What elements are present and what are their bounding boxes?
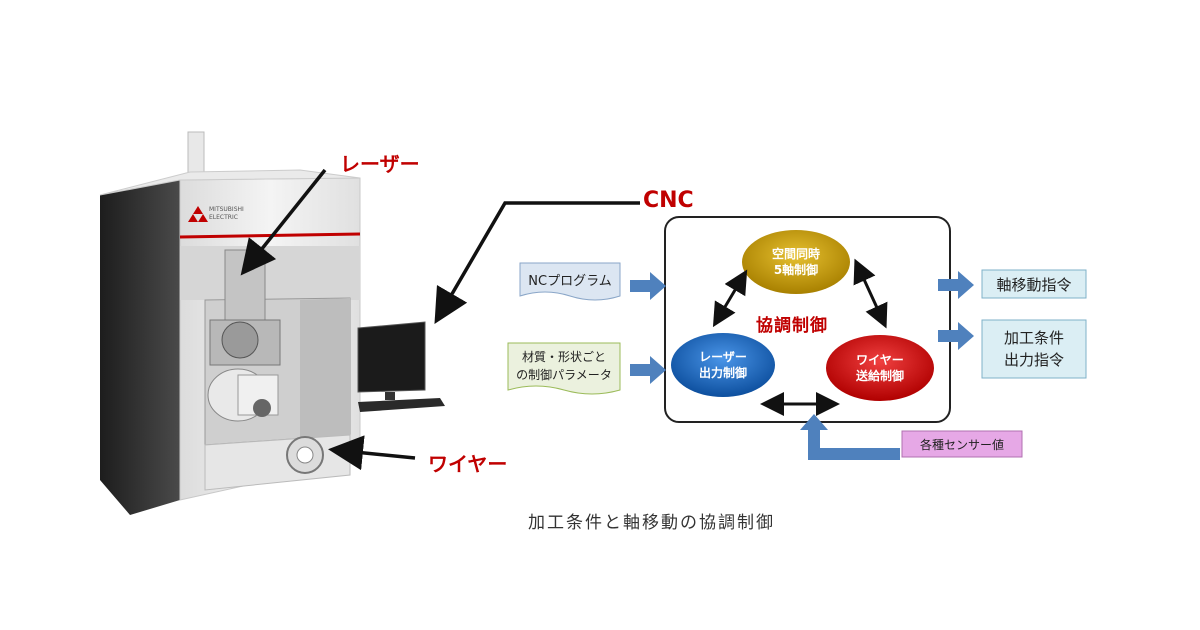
material-params-arrow [630,356,666,384]
sync-laser-link [712,269,748,328]
axis-move-arrow [938,271,974,299]
condition-line1: 加工条件 [1003,329,1064,347]
laser-pointer-arrow [240,168,327,276]
laser-callout-label: レーザー [340,152,420,176]
nc-program-arrow [630,272,666,300]
material-params-line1: 材質・形状ごと [521,350,606,364]
axis-move-text: 軸移動指令 [996,275,1072,294]
wire-pointer-arrow [328,435,416,471]
condition-line2: 出力指令 [1003,351,1064,369]
laser-output-line2: 出力制御 [698,366,747,380]
monitor-icon [357,321,445,412]
sync-5axis-label: 空間同時 5軸制御 [742,232,850,292]
wire-feed-line2: 送給制御 [855,369,904,383]
brand-badge: MITSUBISHI ELECTRIC [209,206,244,221]
nc-program-text: NCプログラム [528,273,612,289]
laser-output-node [671,333,775,397]
condition-arrow [938,322,974,350]
cnc-label: CNC [643,188,694,213]
cnc-pointer-arrow [434,201,640,325]
sync-wire-link [853,258,888,329]
laser-output-label: レーザー 出力制御 [671,335,775,395]
condition-box [981,319,1087,379]
material-params-line2: の制御パラメータ [516,368,612,382]
figure-caption: 加工条件と軸移動の協調制御 [528,513,775,533]
mitsubishi-logo [188,206,208,222]
condition-text: 加工条件 出力指令 [982,320,1086,378]
sensor-text: 各種センサー値 [919,437,1004,452]
material-params-text: 材質・形状ごと の制御パラメータ [508,343,620,389]
wire-callout-label: ワイヤー [428,452,508,476]
material-params-box [507,342,621,395]
sync-5axis-line2: 5軸制御 [773,263,819,277]
nc-program-box [519,262,621,301]
laser-output-line1: レーザー [699,349,747,364]
sensor-feedback-arrow [800,414,900,460]
wire-feed-node [826,335,934,401]
sync-5axis-node [742,230,850,294]
sync-5axis-line1: 空間同時 [771,246,820,261]
wire-feed-line1: ワイヤー [856,352,904,367]
cooperative-control-label: 協調制御 [756,316,828,336]
sensor-box [901,430,1023,458]
axis-move-box [981,269,1087,299]
wire-feed-label: ワイヤー 送給制御 [826,338,934,398]
